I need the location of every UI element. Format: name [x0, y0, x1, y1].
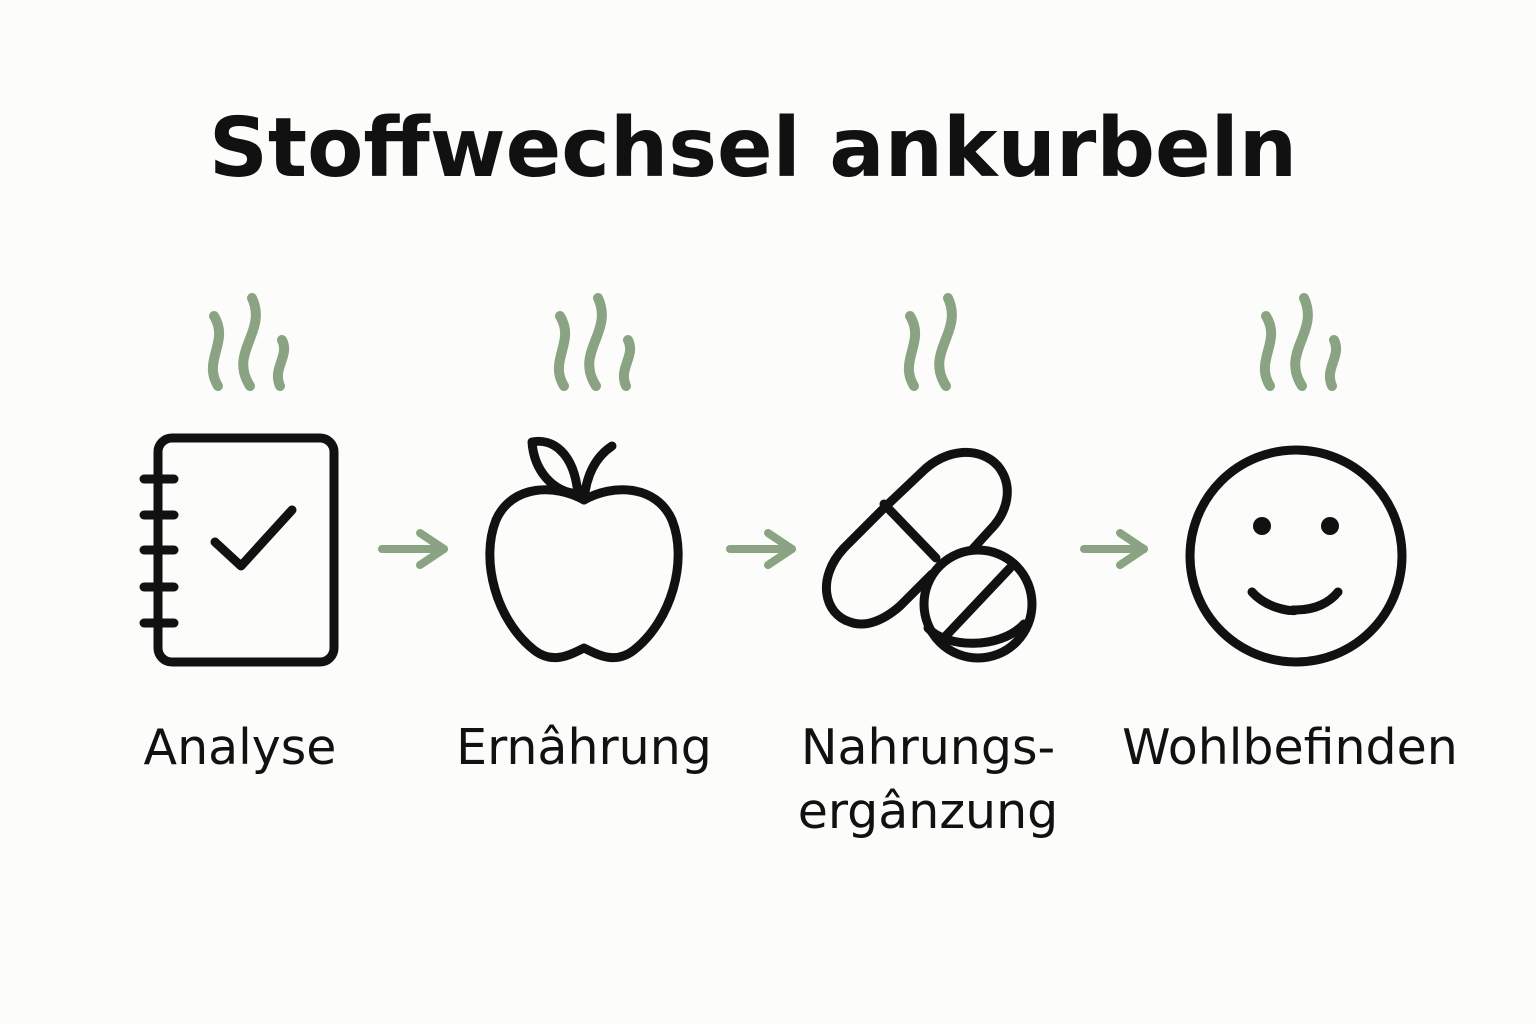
arrow-right-icon — [726, 529, 796, 569]
step-label-nahrungsergaenzung: Nahrungs- ergânzung — [797, 719, 1059, 840]
step-label-wohlbefinden: Wohlbefinden — [1122, 719, 1458, 776]
step-label-ernaehrung: Ernâhrung — [456, 719, 712, 776]
steam-icon — [559, 298, 630, 386]
step-label-analyse: Analyse — [143, 719, 337, 776]
page-title: Stoffwechsel ankurbeln — [208, 101, 1298, 196]
apple-icon — [485, 436, 683, 663]
notebook-checklist-icon — [139, 433, 339, 667]
arrow-right-icon — [378, 529, 448, 569]
arrow-right-icon — [1080, 529, 1148, 569]
steam-icon — [909, 298, 952, 386]
smiley-face-icon — [1185, 445, 1407, 667]
steam-icon — [213, 298, 284, 386]
steam-icon — [1265, 298, 1336, 386]
pills-icon — [821, 448, 1037, 663]
